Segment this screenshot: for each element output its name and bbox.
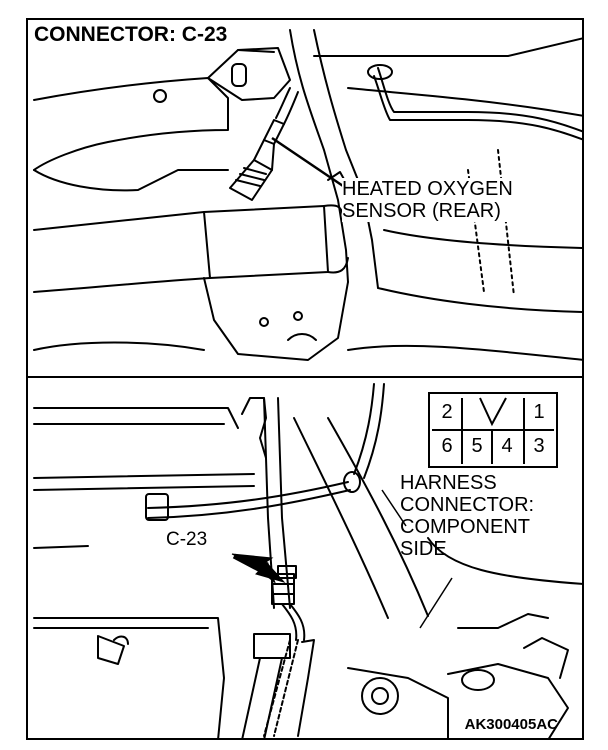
diagram-frame: CONNECTOR: C-23 HEATED OXYGEN SENSOR (RE…	[26, 18, 584, 740]
sensor-label-line-1: HEATED OXYGEN	[342, 178, 513, 200]
reference-code: AK300405AC	[464, 716, 558, 733]
pin-3: 3	[533, 435, 545, 457]
harness-label: HARNESS CONNECTOR: COMPONENT SIDE	[400, 472, 534, 560]
bottom-illustration-panel	[28, 378, 582, 738]
pin-2: 2	[441, 401, 453, 423]
connector-location-drawing	[33, 383, 582, 738]
pin-6: 6	[441, 435, 453, 457]
panel-divider	[28, 376, 582, 378]
top-illustration-panel	[28, 20, 582, 376]
pin-5: 5	[471, 435, 483, 457]
pinout-grid	[432, 397, 554, 464]
connector-pinout: 2 1 6 5 4 3	[428, 392, 558, 468]
harness-label-line-4: SIDE	[400, 538, 447, 560]
connector-callout: C-23	[164, 529, 210, 550]
sensor-label: HEATED OXYGEN SENSOR (REAR)	[342, 178, 513, 222]
harness-label-line-2: CONNECTOR:	[400, 494, 535, 516]
underbody-drawing	[33, 29, 582, 361]
harness-label-line-3: COMPONENT	[400, 516, 530, 538]
page-title: CONNECTOR: C-23	[34, 23, 230, 46]
pin-1: 1	[533, 401, 545, 423]
sensor-label-line-2: SENSOR (REAR)	[342, 200, 501, 222]
pin-4: 4	[501, 435, 513, 457]
harness-label-line-1: HARNESS	[400, 472, 497, 494]
